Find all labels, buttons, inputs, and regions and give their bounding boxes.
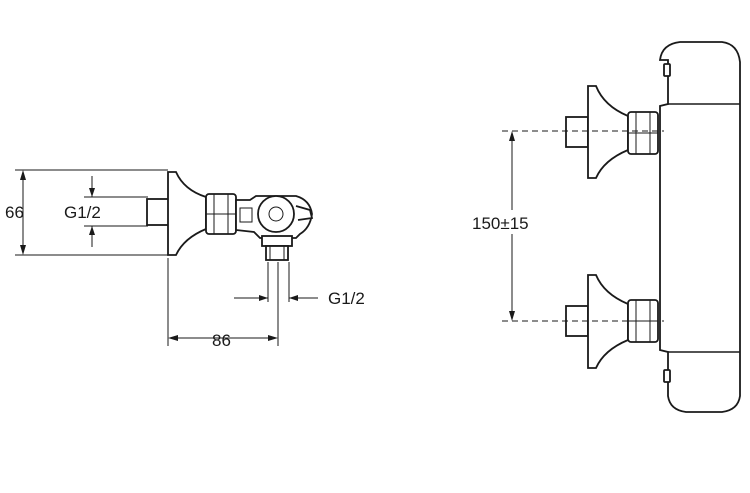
spacing-150-label: 150±15: [472, 214, 529, 233]
side-view: 66 G1/2 G: [5, 169, 365, 350]
height-66-label: 66: [5, 203, 24, 222]
thread-bottom-label: G1/2: [328, 289, 365, 308]
width-86-label: 86: [212, 331, 231, 350]
thread-side-label: G1/2: [64, 203, 101, 222]
front-view: 150±15: [470, 41, 741, 413]
